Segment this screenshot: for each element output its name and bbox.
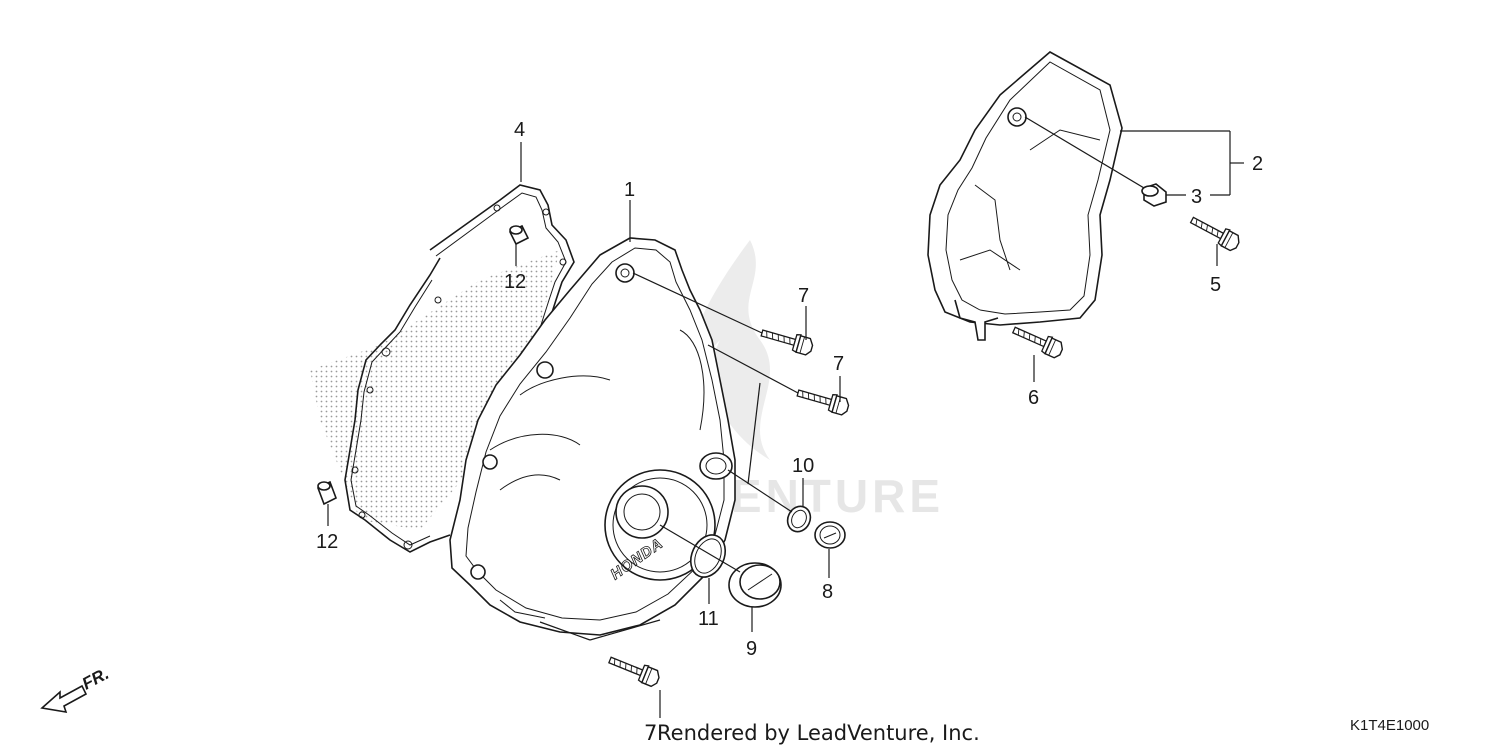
callout-1: 1	[624, 179, 635, 201]
gasket-part-4	[310, 184, 575, 553]
callouts: 1 2 3 4 5 6 7 7 8 9 10 11 12 12	[316, 119, 1263, 660]
callout-8: 8	[822, 581, 833, 603]
timing-cap-part-8	[814, 521, 846, 549]
bolt-part-6	[1009, 321, 1066, 361]
bolt-part-7-lower	[605, 650, 663, 689]
o-ring-part-11	[689, 534, 727, 578]
callout-11: 11	[698, 608, 719, 630]
crankcase-cover-part-1: HONDA	[449, 237, 736, 636]
front-direction-indicator: FR.	[40, 664, 112, 714]
diagram-code: K1T4E1000	[1350, 717, 1429, 734]
crankshaft-cap-part-9	[728, 562, 782, 608]
bolt-part-7-middle	[794, 383, 852, 417]
callout-7-upper: 7	[798, 285, 809, 307]
dowel-pin-upper	[508, 224, 530, 246]
o-ring-part-10	[786, 505, 812, 533]
callout-3: 3	[1191, 186, 1202, 208]
callout-10: 10	[792, 455, 814, 477]
callout-5: 5	[1210, 274, 1221, 296]
callout-6: 6	[1028, 387, 1039, 409]
rendered-by-credit: Rendered by LeadVenture, Inc.	[657, 721, 980, 745]
callout-12-lower: 12	[316, 531, 338, 553]
leader-lines	[327, 116, 1244, 718]
callout-4: 4	[514, 119, 525, 141]
collar-part-3	[1141, 183, 1167, 207]
callout-7-middle: 7	[833, 353, 844, 375]
dotted-sealing-area	[310, 250, 560, 530]
dowel-pin-lower	[316, 480, 338, 506]
callout-9: 9	[746, 638, 757, 660]
front-arrow-icon	[40, 684, 88, 714]
callout-2: 2	[1252, 153, 1263, 175]
sprocket-cover-part-2	[927, 51, 1123, 341]
callout-7-lower: 7	[644, 721, 657, 745]
watermark-flame-icon	[686, 240, 770, 460]
bolt-part-5	[1187, 211, 1243, 254]
callout-12-upper: 12	[504, 271, 526, 293]
